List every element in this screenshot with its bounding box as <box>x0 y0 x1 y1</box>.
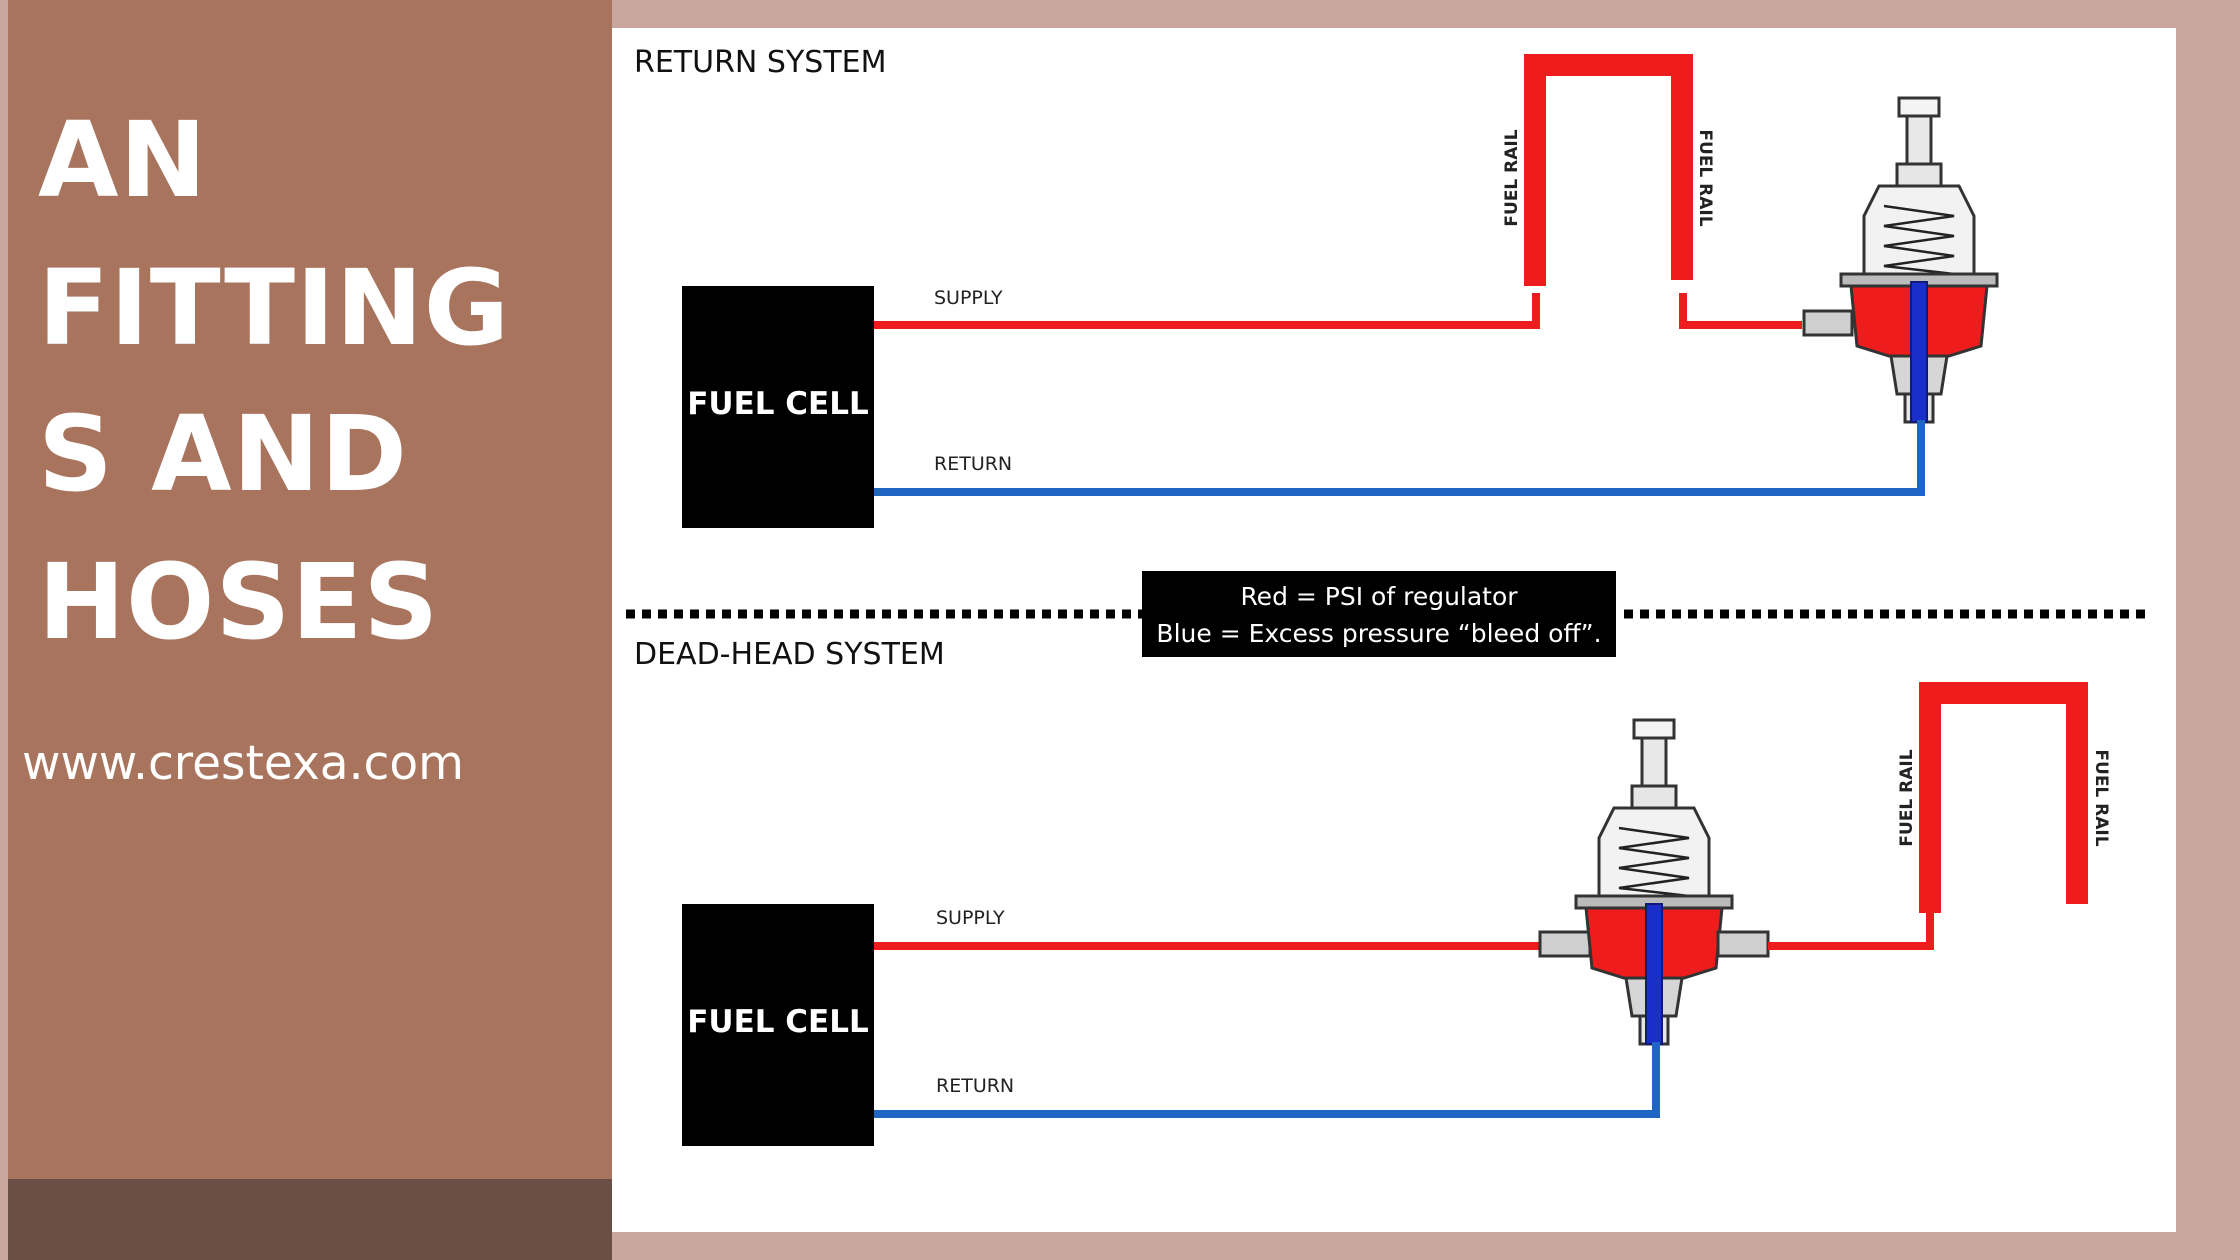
return-return-line <box>874 420 1925 496</box>
return-return-label: RETURN <box>934 453 1012 475</box>
dead-head-supply-label: SUPPLY <box>936 907 1005 929</box>
return-inlet-fitting <box>1802 309 1854 337</box>
return-regulator <box>1839 96 1999 424</box>
dead-head-heading: DEAD-HEAD SYSTEM <box>634 637 945 672</box>
return-fuel-rail <box>1524 54 1693 286</box>
fuel-cell-bottom-label: FUEL CELL <box>687 1004 869 1040</box>
dead-head-outlet-fitting <box>1716 930 1770 958</box>
fuel-cell-top <box>682 286 874 528</box>
legend-box <box>1142 571 1616 657</box>
dead-head-fuel-rail-label-right: FUEL RAIL <box>2091 749 2111 846</box>
title-line-4: HOSES <box>38 541 440 663</box>
fuel-system-diagram: RETURN SYSTEM FUEL CELL SUPPLY FUEL RAIL… <box>612 28 2176 1232</box>
dead-head-fuel-rail-label-left: FUEL RAIL <box>1897 749 1917 846</box>
dead-head-inlet-fitting <box>1538 930 1592 958</box>
title-line-2: FITTING <box>38 247 511 369</box>
return-supply-label: SUPPLY <box>934 287 1003 309</box>
dead-head-fuel-rail <box>1919 682 2088 913</box>
dead-head-rail-line <box>1768 910 1934 950</box>
title-line-3: S AND <box>38 393 408 515</box>
fuel-cell-bottom <box>682 904 874 1146</box>
dead-head-return-line <box>874 1042 1660 1118</box>
return-fuel-rail-label-right: FUEL RAIL <box>1695 129 1715 226</box>
dead-head-system: DEAD-HEAD SYSTEM FUEL CELL SUPPLY FUEL R… <box>634 637 2111 1146</box>
website-url[interactable]: www.crestexa.com <box>22 736 464 791</box>
left-panel: AN FITTING S AND HOSES <box>8 0 612 1179</box>
left-footer-bar <box>8 1179 612 1260</box>
dead-head-return-label: RETURN <box>936 1075 1014 1097</box>
return-rail-to-regulator-line <box>1679 293 1802 329</box>
dead-head-regulator <box>1574 718 1734 1046</box>
title-line-1: AN <box>38 99 208 221</box>
return-supply-line <box>874 293 1540 329</box>
fuel-cell-top-label: FUEL CELL <box>687 386 869 422</box>
legend-line-2: Blue = Excess pressure “bleed off”. <box>1156 619 1601 648</box>
return-system-heading: RETURN SYSTEM <box>634 45 886 80</box>
return-system: RETURN SYSTEM FUEL CELL SUPPLY FUEL RAIL… <box>634 45 1999 528</box>
diagram-svg: RETURN SYSTEM FUEL CELL SUPPLY FUEL RAIL… <box>626 45 2148 1146</box>
legend-line-1: Red = PSI of regulator <box>1240 582 1518 611</box>
return-fuel-rail-label-left: FUEL RAIL <box>1502 129 1522 226</box>
